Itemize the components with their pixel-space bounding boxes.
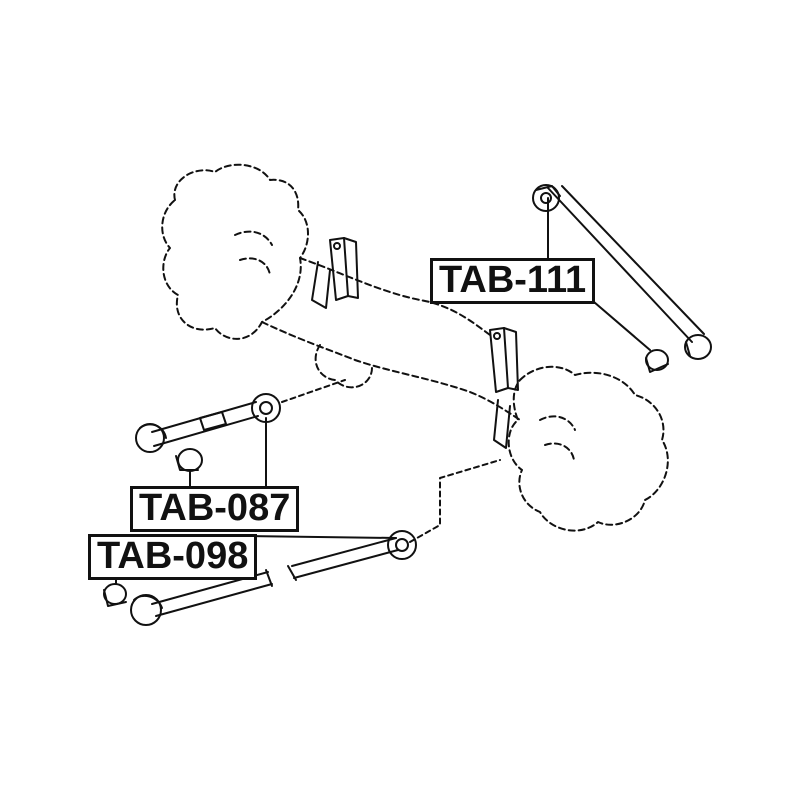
rod-tab-111 xyxy=(532,184,712,360)
rear-axle-housing xyxy=(161,163,669,532)
rod-tab-098 xyxy=(130,530,417,626)
part-label-tab-098: TAB-098 xyxy=(88,534,258,580)
bushing-tab-098 xyxy=(103,583,127,607)
bushing-tab-111 xyxy=(645,349,669,373)
part-label-tab-087: TAB-087 xyxy=(130,486,300,532)
leader-lines xyxy=(115,197,651,585)
part-label-tab-111: TAB-111 xyxy=(430,258,596,304)
connection-lines xyxy=(281,379,501,543)
axle-brackets xyxy=(311,237,519,449)
bushing-tab-087 xyxy=(175,448,203,472)
rod-tab-087 xyxy=(135,393,281,453)
